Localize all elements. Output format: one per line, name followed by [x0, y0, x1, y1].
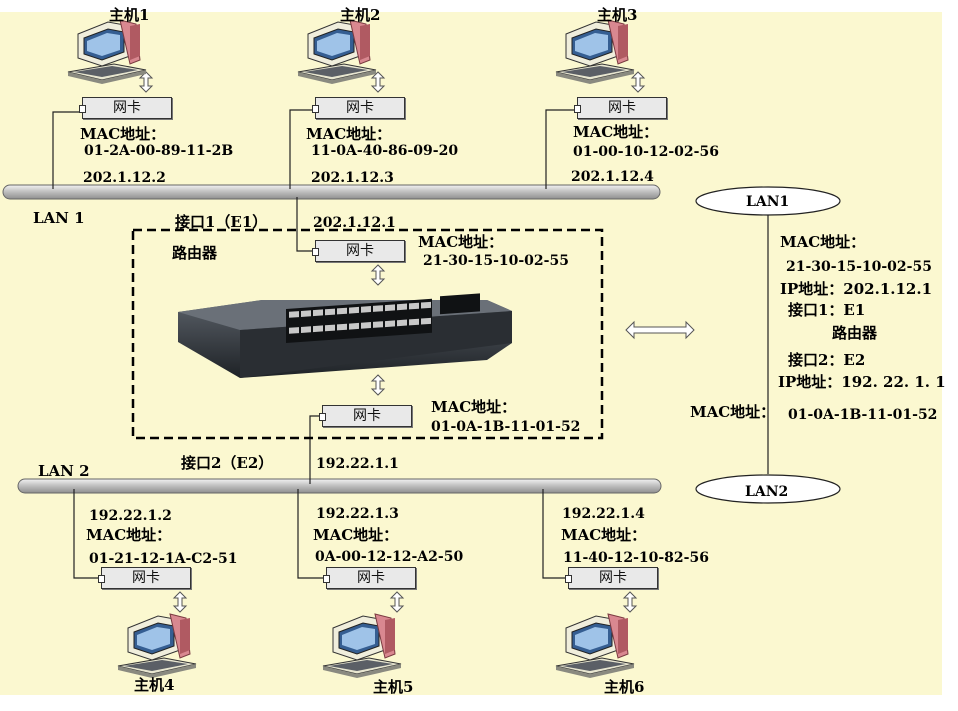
router-e1-nic: 网卡 — [312, 240, 405, 262]
host1-name: 主机1 — [109, 6, 150, 24]
diagram-background — [0, 12, 942, 711]
logical-ip2: IP地址：192. 22. 1. 1 — [778, 373, 946, 391]
router-e1-cable — [296, 197, 315, 252]
logical-mac1-label: MAC地址： — [780, 233, 866, 251]
logical-iface1: 接口1：E1 — [788, 301, 866, 319]
host1-nic: 网卡 — [79, 97, 172, 119]
host5-cable — [297, 489, 326, 579]
router-e1-mac: 21-30-15-10-02-55 — [423, 253, 569, 269]
logical-mac2: 01-0A-1B-11-01-52 — [788, 407, 938, 423]
router-e1-label: 接口1（E1） — [175, 213, 268, 231]
router-e2-cable — [309, 415, 322, 484]
host6-name: 主机6 — [604, 678, 645, 696]
host4-cable — [73, 489, 101, 579]
host4-mac-label: MAC地址： — [86, 526, 172, 544]
router-e2-ip: 192.22.1.1 — [316, 456, 399, 472]
host4-name: 主机4 — [134, 676, 175, 694]
host1-cable — [52, 111, 82, 189]
nic-label: 网卡 — [353, 408, 381, 424]
host5-ip: 192.22.1.3 — [316, 506, 399, 522]
nic-label: 网卡 — [357, 570, 385, 586]
host5-nic: 网卡 — [323, 567, 416, 589]
logical-mac1: 21-30-15-10-02-55 — [786, 259, 932, 275]
router-e2-label: 接口2（E2） — [181, 454, 274, 472]
nic-label: 网卡 — [599, 570, 627, 586]
router-device-icon — [178, 293, 512, 378]
host2-name: 主机2 — [340, 6, 381, 24]
nic-label: 网卡 — [608, 100, 636, 116]
host5-name: 主机5 — [373, 678, 414, 696]
nic-label: 网卡 — [132, 570, 160, 586]
host6-cable — [542, 489, 568, 579]
host3-mac: 01-00-10-12-02-56 — [573, 144, 719, 160]
host2-nic: 网卡 — [312, 97, 405, 119]
lan2-label: LAN 2 — [38, 462, 90, 480]
host3-name: 主机3 — [597, 6, 638, 24]
logical-lan1-node — [695, 186, 841, 216]
logical-mac2-label: MAC地址： — [690, 403, 776, 421]
router-boundary — [131, 228, 604, 440]
host5-mac-label: MAC地址： — [313, 526, 399, 544]
nic-label: 网卡 — [346, 243, 374, 259]
host3-mac-label: MAC地址： — [573, 123, 659, 141]
nic-label: 网卡 — [113, 100, 141, 116]
host4-nic: 网卡 — [98, 567, 191, 589]
logical-ip1: IP地址：202.1.12.1 — [780, 280, 933, 298]
view-equivalence-arrow-icon — [625, 320, 695, 340]
lan1-label: LAN 1 — [33, 209, 85, 227]
host3-cable — [545, 109, 577, 189]
bottom-margin — [0, 695, 958, 711]
host5-mac: 0A-00-12-12-A2-50 — [315, 549, 464, 565]
host6-ip: 192.22.1.4 — [562, 506, 645, 522]
lan1-bus — [2, 184, 661, 200]
router-e2-mac-label: MAC地址： — [431, 398, 517, 416]
host4-ip: 192.22.1.2 — [89, 508, 172, 524]
host2-ip: 202.1.12.3 — [311, 170, 394, 186]
logical-lan2-label: LAN2 — [745, 484, 789, 500]
router-e1-mac-label: MAC地址： — [418, 233, 504, 251]
nic-label: 网卡 — [346, 100, 374, 116]
logical-router: 路由器 — [832, 324, 878, 342]
host4-mac: 01-21-12-1A-C2-51 — [89, 551, 238, 567]
logical-iface2: 接口2：E2 — [788, 351, 866, 369]
host3-nic: 网卡 — [574, 97, 667, 119]
host6-mac-label: MAC地址： — [561, 526, 647, 544]
host1-mac-label: MAC地址： — [80, 125, 166, 143]
host2-cable — [289, 109, 315, 189]
host2-mac-label: MAC地址： — [306, 125, 392, 143]
host2-mac: 11-0A-40-86-09-20 — [311, 143, 459, 159]
host6-mac: 11-40-12-10-82-56 — [563, 550, 709, 566]
logical-lan2-node — [695, 474, 841, 504]
host1-ip: 202.1.12.2 — [83, 170, 166, 186]
host6-nic: 网卡 — [565, 567, 658, 589]
router-title: 路由器 — [172, 244, 218, 262]
host3-ip: 202.1.12.4 — [571, 169, 654, 185]
router-e1-ip: 202.1.12.1 — [313, 215, 396, 231]
router-e2-mac: 01-0A-1B-11-01-52 — [431, 419, 581, 435]
logical-lan1-label: LAN1 — [746, 194, 790, 210]
lan2-bus — [17, 478, 662, 494]
host1-mac: 01-2A-00-89-11-2B — [84, 143, 234, 159]
router-e2-nic: 网卡 — [319, 405, 412, 427]
